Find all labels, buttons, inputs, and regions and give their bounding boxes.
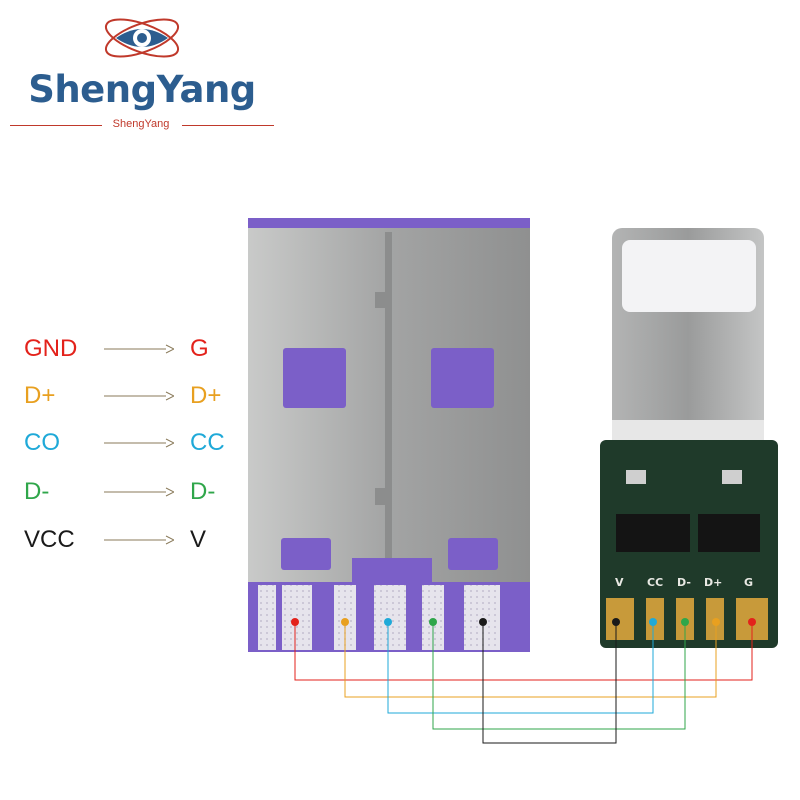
pin-row-cc: CO CC — [0, 428, 260, 460]
pin-row-dplus: D+ D+ — [0, 381, 260, 413]
wire-gnd — [294, 622, 753, 681]
pin-from-label: D- — [24, 478, 50, 505]
usb-window-right — [431, 348, 494, 408]
dot-cc — [384, 618, 392, 626]
dot-vcc — [612, 618, 620, 626]
usb-pin-contact — [374, 585, 406, 650]
arrow-icon — [104, 438, 174, 448]
dot-gnd — [748, 618, 756, 626]
wire-dplus — [344, 622, 717, 698]
pin-to-label: D+ — [190, 382, 222, 409]
pin-from-label: CO — [24, 429, 60, 456]
usb-pin-contact — [282, 585, 312, 650]
pin-to-label: G — [190, 335, 209, 362]
arrow-icon — [104, 391, 174, 401]
lightning-white-tip — [622, 240, 756, 312]
usb-slot-left — [281, 538, 331, 570]
pin-row-gnd: GND G — [0, 334, 260, 366]
brand-line-left — [10, 125, 102, 126]
dot-gnd — [291, 618, 299, 626]
pin-to-label: D- — [190, 478, 216, 505]
pcb-label-dminus: D- — [677, 576, 691, 589]
pcb-pad-v — [606, 598, 634, 640]
lightning-plug: V CC D- D+ G — [600, 228, 778, 648]
usb-a-plug — [248, 218, 530, 652]
dot-dplus — [712, 618, 720, 626]
eye-logo-icon — [104, 18, 180, 58]
wire-dminus — [432, 622, 686, 730]
pcb-label-cc: CC — [647, 576, 663, 589]
wire-cc — [387, 622, 654, 714]
brand-name: ShengYang — [28, 68, 256, 111]
dot-dplus — [341, 618, 349, 626]
usb-seam — [375, 232, 392, 340]
dot-vcc — [479, 618, 487, 626]
usb-pin-contact — [258, 585, 276, 650]
arrow-icon — [104, 535, 174, 545]
lightning-collar — [612, 420, 764, 442]
pin-to-label: CC — [190, 429, 225, 456]
usb-pin-contact — [464, 585, 500, 650]
usb-seam — [375, 340, 392, 560]
pcb-resistor — [722, 470, 742, 484]
pin-row-dminus: D- D- — [0, 477, 260, 509]
dot-dminus — [681, 618, 689, 626]
dot-cc — [649, 618, 657, 626]
pin-to-label: V — [190, 526, 207, 553]
pin-from-label: VCC — [24, 526, 75, 553]
pin-row-vcc: VCC V — [0, 525, 260, 557]
pcb-resistor — [626, 470, 646, 484]
usb-pin-contact — [334, 585, 356, 650]
pcb-chip-left — [616, 514, 690, 552]
brand-subtitle-wrap: ShengYang — [8, 118, 274, 132]
shengyang-logo: ShengYang ShengYang — [0, 0, 290, 140]
brand-subtitle: ShengYang — [112, 118, 170, 130]
usb-slot-right — [448, 538, 498, 570]
arrow-icon — [104, 344, 174, 354]
brand-line-right — [182, 125, 274, 126]
pcb-label-v: V — [615, 576, 624, 589]
pcb-label-g: G — [744, 576, 753, 589]
pcb-label-dplus: D+ — [704, 576, 722, 589]
pin-from-label: GND — [24, 335, 78, 362]
dot-dminus — [429, 618, 437, 626]
arrow-icon — [104, 487, 174, 497]
wiring — [294, 622, 753, 744]
usb-pin-contact — [422, 585, 444, 650]
wire-dots — [291, 618, 756, 626]
pcb-chip-right — [698, 514, 760, 552]
wire-vcc — [482, 622, 617, 744]
pin-from-label: D+ — [24, 382, 56, 409]
usb-window-left — [283, 348, 346, 408]
